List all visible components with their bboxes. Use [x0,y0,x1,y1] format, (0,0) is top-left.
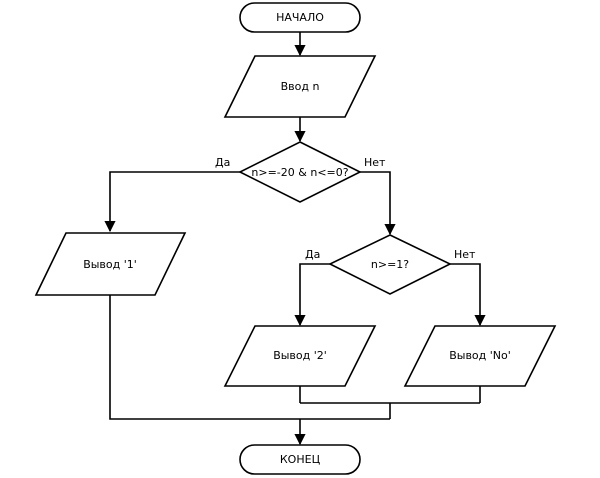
condition1-yes-label: Да [215,156,230,169]
input-label: Ввод n [281,80,320,93]
condition2-label: n>=1? [371,258,409,271]
edge-output1-down [109,295,390,420]
output-no-label: Вывод 'No' [449,349,511,362]
output-no-node: Вывод 'No' [403,325,557,387]
start-node: НАЧАЛО [239,2,361,33]
output2-node: Вывод '2' [223,325,377,387]
condition1-label: n>=-20 & n<=0? [251,166,348,179]
end-label: КОНЕЦ [280,453,321,466]
connectors [104,32,486,446]
input-node: Ввод n [223,55,377,118]
condition2-yes-label: Да [305,248,320,261]
condition1-no-label: Нет [364,156,386,169]
end-node: КОНЕЦ [239,444,361,475]
output1-node: Вывод '1' [34,232,187,296]
output1-label: Вывод '1' [83,258,137,271]
edge-condition2-no [450,263,486,327]
edge-condition2-yes [294,263,330,327]
condition2-node: n>=1? [328,234,452,295]
condition1-node: n>=-20 & n<=0? [238,141,362,203]
edge-condition1-no [360,171,396,236]
output2-label: Вывод '2' [273,349,327,362]
condition2-no-label: Нет [454,248,476,261]
start-label: НАЧАЛО [276,11,324,24]
edge-condition1-yes [104,171,240,233]
